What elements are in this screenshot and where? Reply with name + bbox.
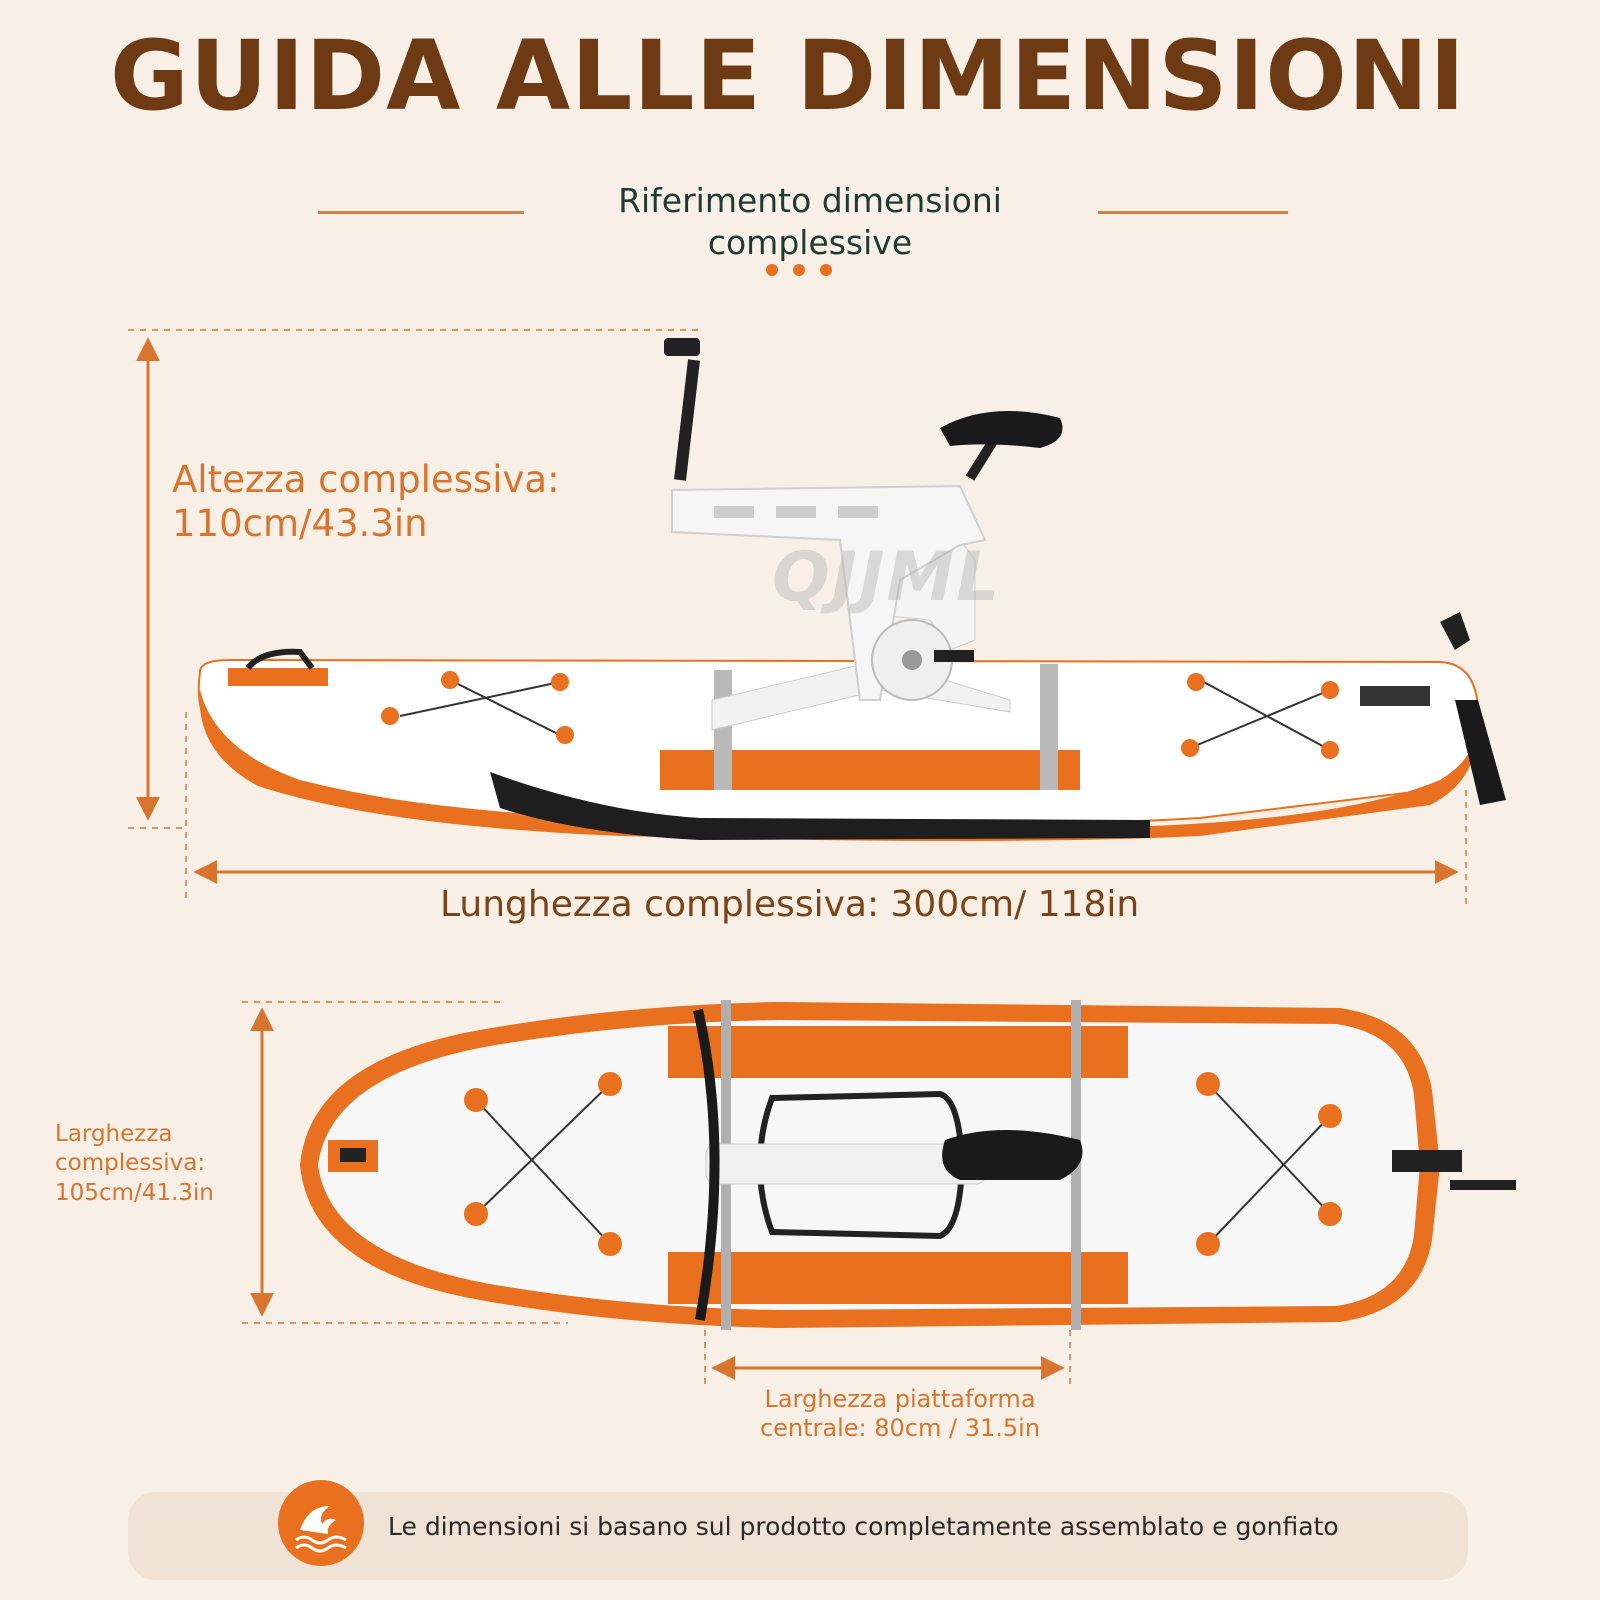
rudder-side-view bbox=[1360, 612, 1506, 805]
height-label-line-1: Altezza complessiva: bbox=[172, 458, 560, 501]
width-dimension-line bbox=[242, 1001, 568, 1324]
note-text: Le dimensioni si basano sul prodotto com… bbox=[388, 1512, 1339, 1541]
bike-frame-side-view bbox=[664, 338, 1063, 790]
length-label: Lunghezza complessiva: 300cm/ 118in bbox=[440, 884, 1140, 925]
subtitle-line-2: complessive bbox=[707, 222, 913, 262]
height-label: Altezza complessiva: 110cm/43.3in bbox=[172, 458, 560, 545]
subtitle: Riferimento dimensioni complessive bbox=[540, 180, 1080, 264]
height-value: 110cm/43.3in bbox=[172, 501, 428, 545]
platform-label-line-1: Larghezza piattaforma bbox=[764, 1385, 1036, 1413]
board-side-view bbox=[197, 648, 1480, 841]
brand-watermark: QJJML bbox=[772, 538, 1002, 617]
subtitle-divider-left bbox=[318, 211, 524, 214]
platform-width-label: Larghezza piattaforma centrale: 80cm / 3… bbox=[740, 1385, 1060, 1443]
width-label-line-2: complessiva: bbox=[55, 1150, 206, 1177]
page-title: GUIDA ALLE DIMENSIONI bbox=[110, 20, 1466, 132]
height-dimension-line bbox=[128, 329, 700, 829]
decorative-dots bbox=[766, 264, 836, 276]
board-top-view bbox=[300, 1000, 1516, 1330]
wave-icon bbox=[278, 1480, 364, 1566]
length-dimension-line bbox=[185, 712, 1467, 905]
subtitle-divider-right bbox=[1098, 211, 1288, 214]
width-label: Larghezza complessiva: 105cm/41.3in bbox=[55, 1120, 214, 1208]
width-value: 105cm/41.3in bbox=[55, 1179, 214, 1206]
platform-value: centrale: 80cm / 31.5in bbox=[759, 1413, 1041, 1442]
width-label-line-1: Larghezza bbox=[55, 1121, 173, 1147]
subtitle-line-1: Riferimento dimensioni bbox=[618, 181, 1002, 220]
platform-dimension-line bbox=[704, 1330, 1071, 1390]
